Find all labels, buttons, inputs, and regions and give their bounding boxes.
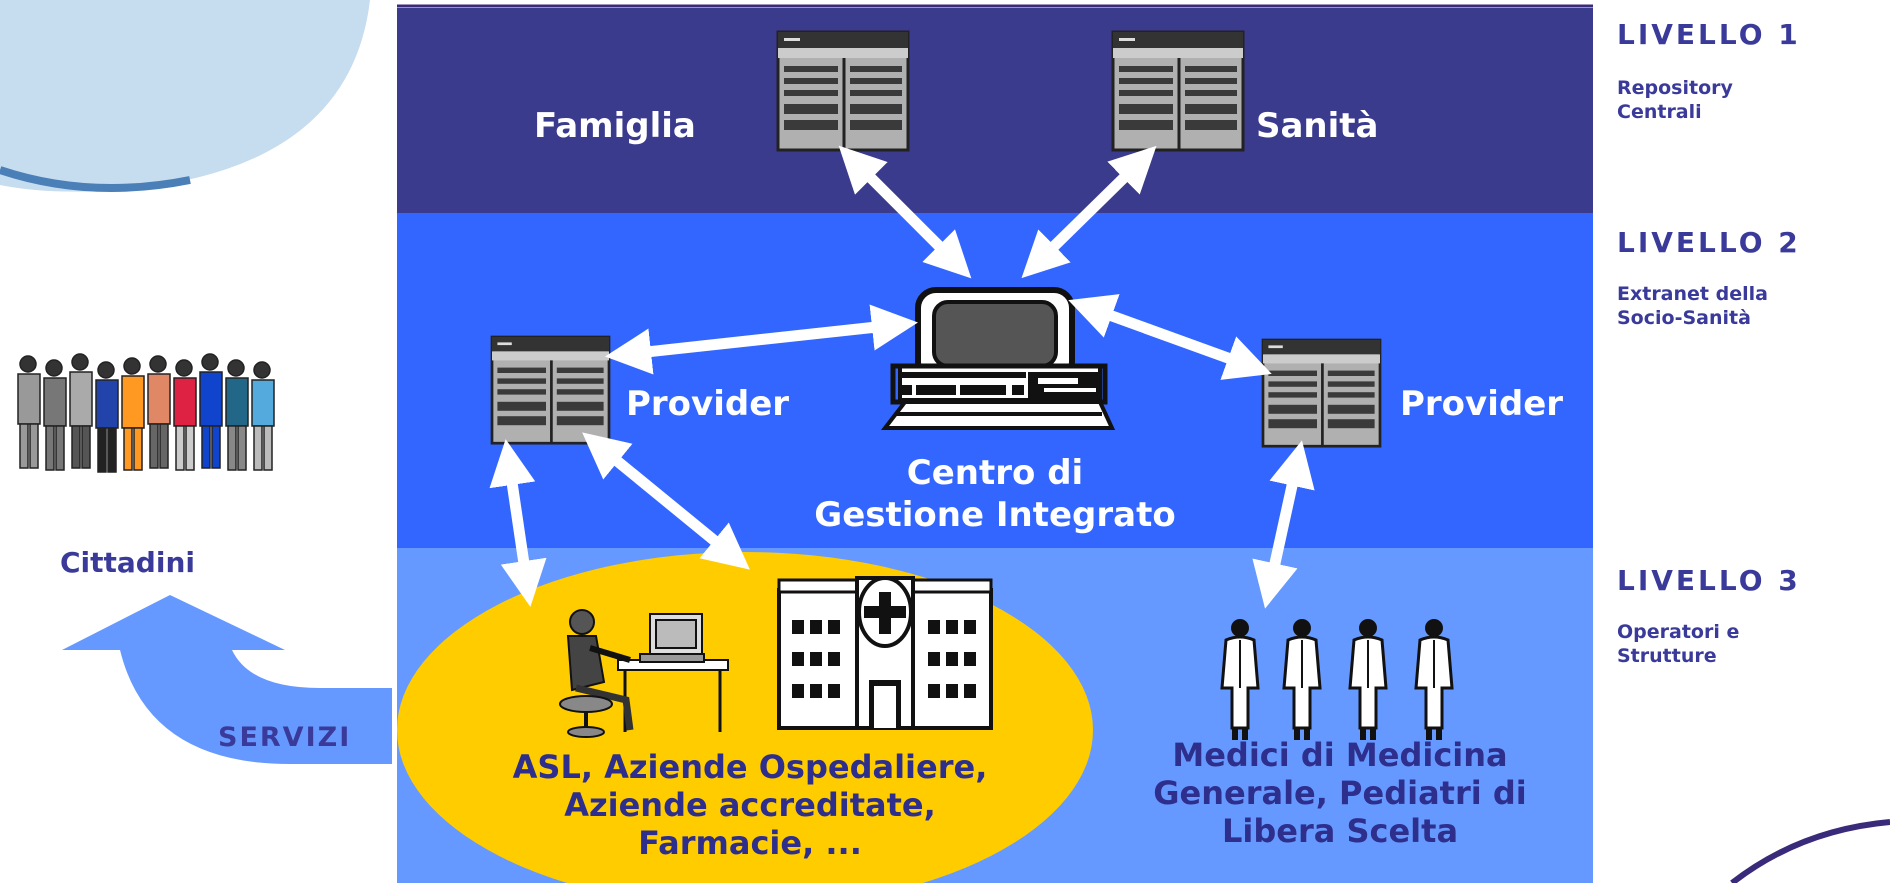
medici-label-line-3: Libera Scelta: [1221, 812, 1459, 850]
famiglia-label: Famiglia: [534, 106, 696, 146]
server-icon-provider-right: [1261, 338, 1382, 448]
asl-label-line-2: Aziende accreditate,: [564, 786, 936, 824]
asl-label-line-3: Farmacie, ...: [638, 824, 862, 862]
provider-left-label: Provider: [626, 384, 790, 424]
level-3-subtitle: Operatori e Strutture: [1617, 621, 1740, 667]
bottom-right-decoration: [1730, 819, 1890, 883]
level-2-title: LIVELLO 2: [1617, 226, 1801, 259]
top-left-decoration: [0, 0, 370, 192]
arrow-provider-left-hospital: [582, 432, 750, 570]
centro-label: Centro di Gestione Integrato: [780, 452, 1210, 536]
arrow-provider-right-medici: [1252, 440, 1315, 609]
people-group-icon: [17, 353, 275, 473]
asl-label-line-1: ASL, Aziende Ospedaliere,: [512, 748, 988, 786]
hospital-icon: [777, 576, 993, 730]
servizi-label: SERVIZI: [218, 722, 352, 753]
level-1-band: [397, 8, 1593, 213]
centro-label-line-2: Gestione Integrato: [814, 495, 1176, 535]
connection-arrows: [489, 145, 1315, 609]
level-2-subtitle: Extranet della Socio-Sanità: [1617, 283, 1768, 329]
arrow-provider-left-asl: [489, 439, 547, 607]
medici-label-line-2: Generale, Pediatri di: [1153, 774, 1527, 812]
asl-label: ASL, Aziende Ospedaliere, Aziende accred…: [470, 748, 1030, 862]
arrow-sanita-centro: [1021, 145, 1157, 279]
server-icon-famiglia: [776, 30, 910, 152]
arrow-provider-left-centro: [605, 304, 918, 375]
arrow-famiglia-centro: [838, 145, 972, 279]
centro-label-line-1: Centro di: [906, 453, 1084, 493]
provider-right-label: Provider: [1400, 384, 1564, 424]
office-worker-icon: [559, 609, 729, 738]
server-icon-sanita: [1111, 30, 1245, 152]
medici-label: Medici di Medicina Generale, Pediatri di…: [1110, 736, 1570, 850]
level-3-title: LIVELLO 3: [1617, 564, 1801, 597]
cittadini-label: Cittadini: [60, 546, 195, 579]
server-icon-provider-left: [490, 335, 611, 445]
level-1-subtitle: Repository Centrali: [1617, 77, 1733, 123]
level-1-title: LIVELLO 1: [1617, 18, 1801, 51]
arrow-centro-provider-right: [1068, 294, 1272, 380]
sanita-label: Sanità: [1256, 106, 1379, 146]
services-arrow: [62, 595, 392, 764]
medici-label-line-1: Medici di Medicina: [1172, 736, 1508, 774]
